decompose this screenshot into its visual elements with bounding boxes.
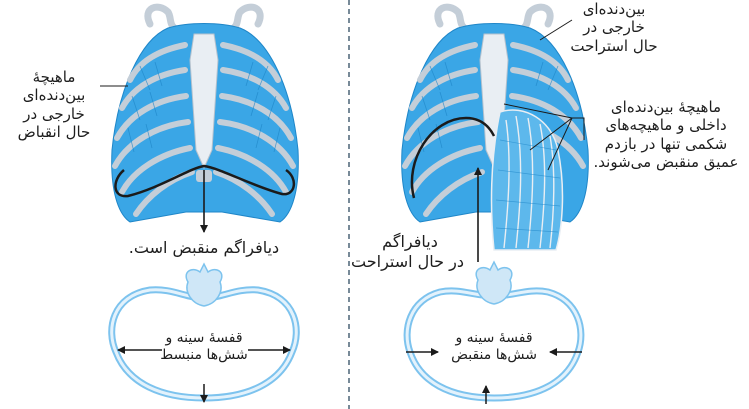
left-diaphragm-label: دیافراگم منقبض است. (104, 238, 304, 258)
left-ribcage (112, 7, 299, 232)
right-muscle-label: بین‌دنده‌ای خارجی در حال استراحت (554, 0, 674, 55)
right-diaphragm-label: دیافراگم در حال استراحت (356, 232, 464, 271)
right-internal-muscle-label: ماهیچهٔ بین‌دنده‌ای داخلی و ماهیچه‌های ش… (586, 98, 746, 171)
left-muscle-label: ماهیچهٔ بین‌دنده‌ای خارجی در حال انقباض (6, 68, 102, 141)
right-cross-section-label: قفسهٔ سینه و شش‌ها منقبض (444, 330, 544, 364)
left-cross-section-label: قفسهٔ سینه و شش‌ها منبسط (154, 330, 254, 364)
